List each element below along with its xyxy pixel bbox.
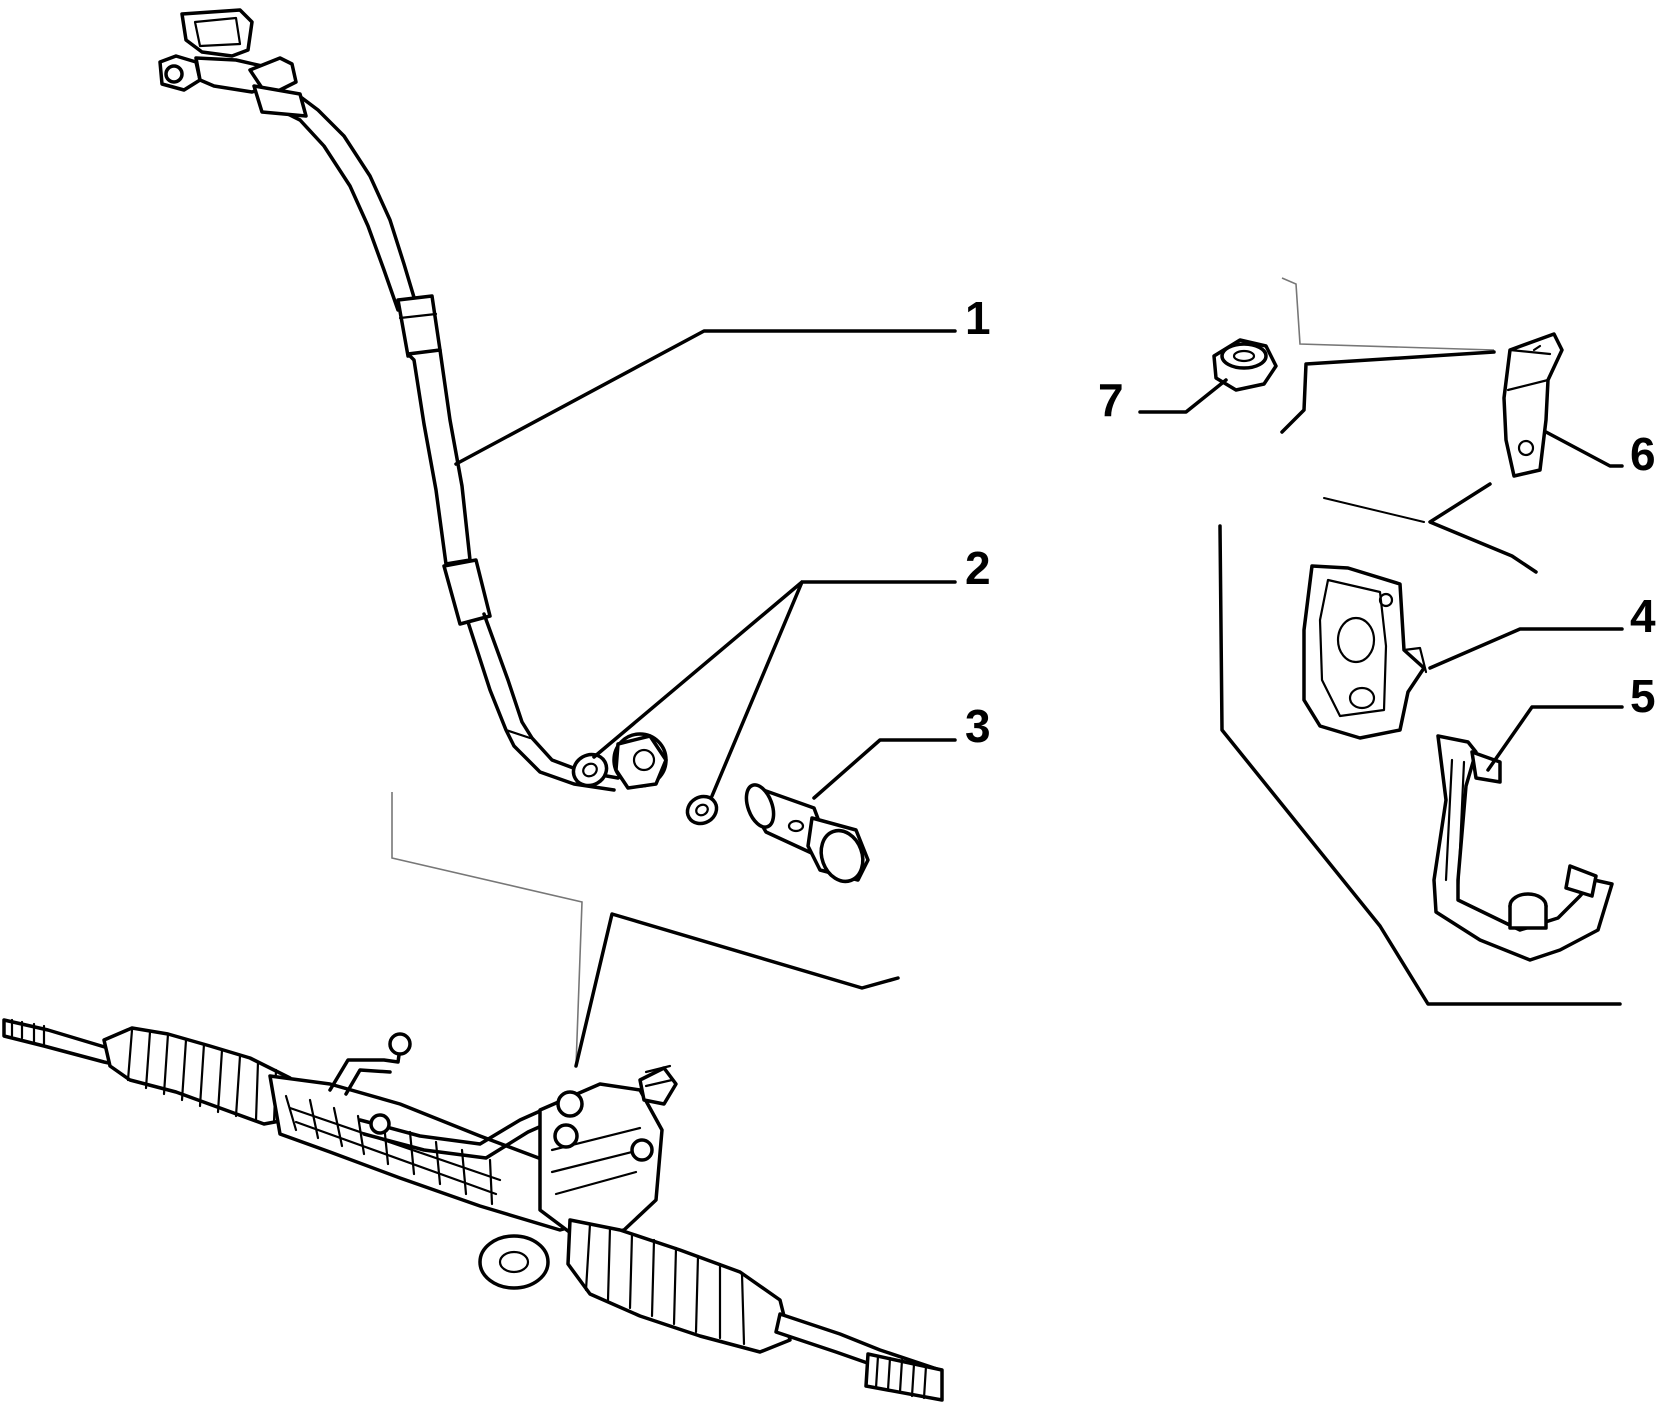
callout-5: 5 [1630,670,1656,722]
callout-1: 1 [965,292,991,344]
leader-line-5 [1486,705,1624,772]
u-clamp[interactable] [1432,734,1614,962]
clamp-half-bush[interactable] [1302,564,1428,740]
callout-3: 3 [965,700,991,752]
assembly-reference-lines [391,792,900,1068]
callout-7: 7 [1098,374,1124,426]
copper-washer-2[interactable] [683,791,722,829]
mounting-bracket[interactable] [1502,332,1564,478]
banjo-bolt[interactable] [741,781,870,887]
leader-line-2 [592,580,957,798]
leader-line-6 [1544,430,1624,468]
leader-line-3 [812,738,957,800]
pressure-hose[interactable] [158,8,668,792]
self-locking-nut[interactable] [1212,338,1278,392]
callout-2: 2 [965,542,991,594]
leader-line-1 [454,329,957,466]
callout-4: 4 [1630,590,1656,642]
copper-washer-1[interactable] [568,749,612,792]
leader-lines [454,329,1624,800]
callout-labels: 1 2 3 4 5 6 7 [965,292,1656,752]
group-reference-lines [1218,277,1622,1006]
leader-line-4 [1428,627,1624,670]
leader-line-7 [1138,378,1228,414]
steering-rack[interactable] [2,1018,944,1402]
callout-6: 6 [1630,428,1656,480]
